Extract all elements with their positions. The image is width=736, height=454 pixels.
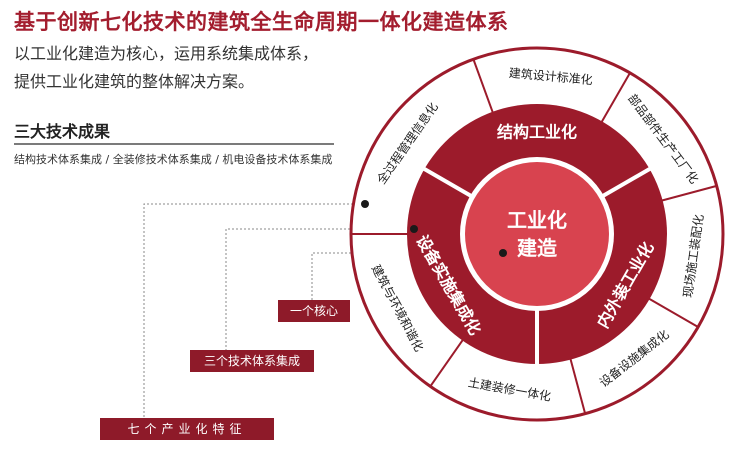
page-title: 基于创新七化技术的建筑全生命周期一体化建造体系: [14, 10, 509, 34]
dot-three-systems: [410, 225, 418, 233]
outer-divider-2: [660, 184, 718, 202]
outer-ring-dividers: [350, 57, 718, 415]
rings: [349, 46, 725, 422]
section-divider: [14, 143, 334, 145]
middle-label-0: 结构工业化: [496, 123, 577, 142]
tag-three-systems: 三个技术体系集成: [190, 350, 314, 372]
connector-dots: [361, 200, 507, 257]
center-label-line2: 建造: [517, 236, 558, 260]
outer-divider-1: [600, 71, 632, 124]
dot-one-core: [499, 249, 507, 257]
outer-divider-0: [472, 57, 495, 115]
center-label-line1: 工业化: [507, 208, 567, 232]
tag-seven-features: 七个产业化特征: [100, 418, 274, 440]
section-title: 三大技术成果: [14, 122, 111, 141]
connector-seven-features: [143, 203, 365, 418]
section-items: 结构技术体系集成 / 全装修技术体系集成 / 机电设备技术体系集成: [14, 153, 333, 166]
outer-divider-3: [647, 297, 700, 329]
subtitle-line-2: 提供工业化建筑的整体解决方案。: [14, 72, 255, 91]
outer-label-0: 建筑设计标准化: [508, 65, 593, 87]
middle-divider-2: [422, 166, 474, 199]
center-circle: [465, 162, 609, 306]
outer-divider-4: [569, 357, 587, 415]
connector-three-systems: [225, 228, 414, 350]
dot-seven-features: [361, 200, 369, 208]
middle-ring-dividers: [422, 166, 652, 365]
outer-divider-5: [428, 338, 465, 388]
tag-one-core: 一个核心: [278, 300, 350, 322]
subtitle-line-1: 以工业化建造为核心，运用系统集成体系，: [14, 44, 319, 63]
connector-lines: [143, 203, 503, 418]
middle-divider-0: [600, 166, 652, 199]
